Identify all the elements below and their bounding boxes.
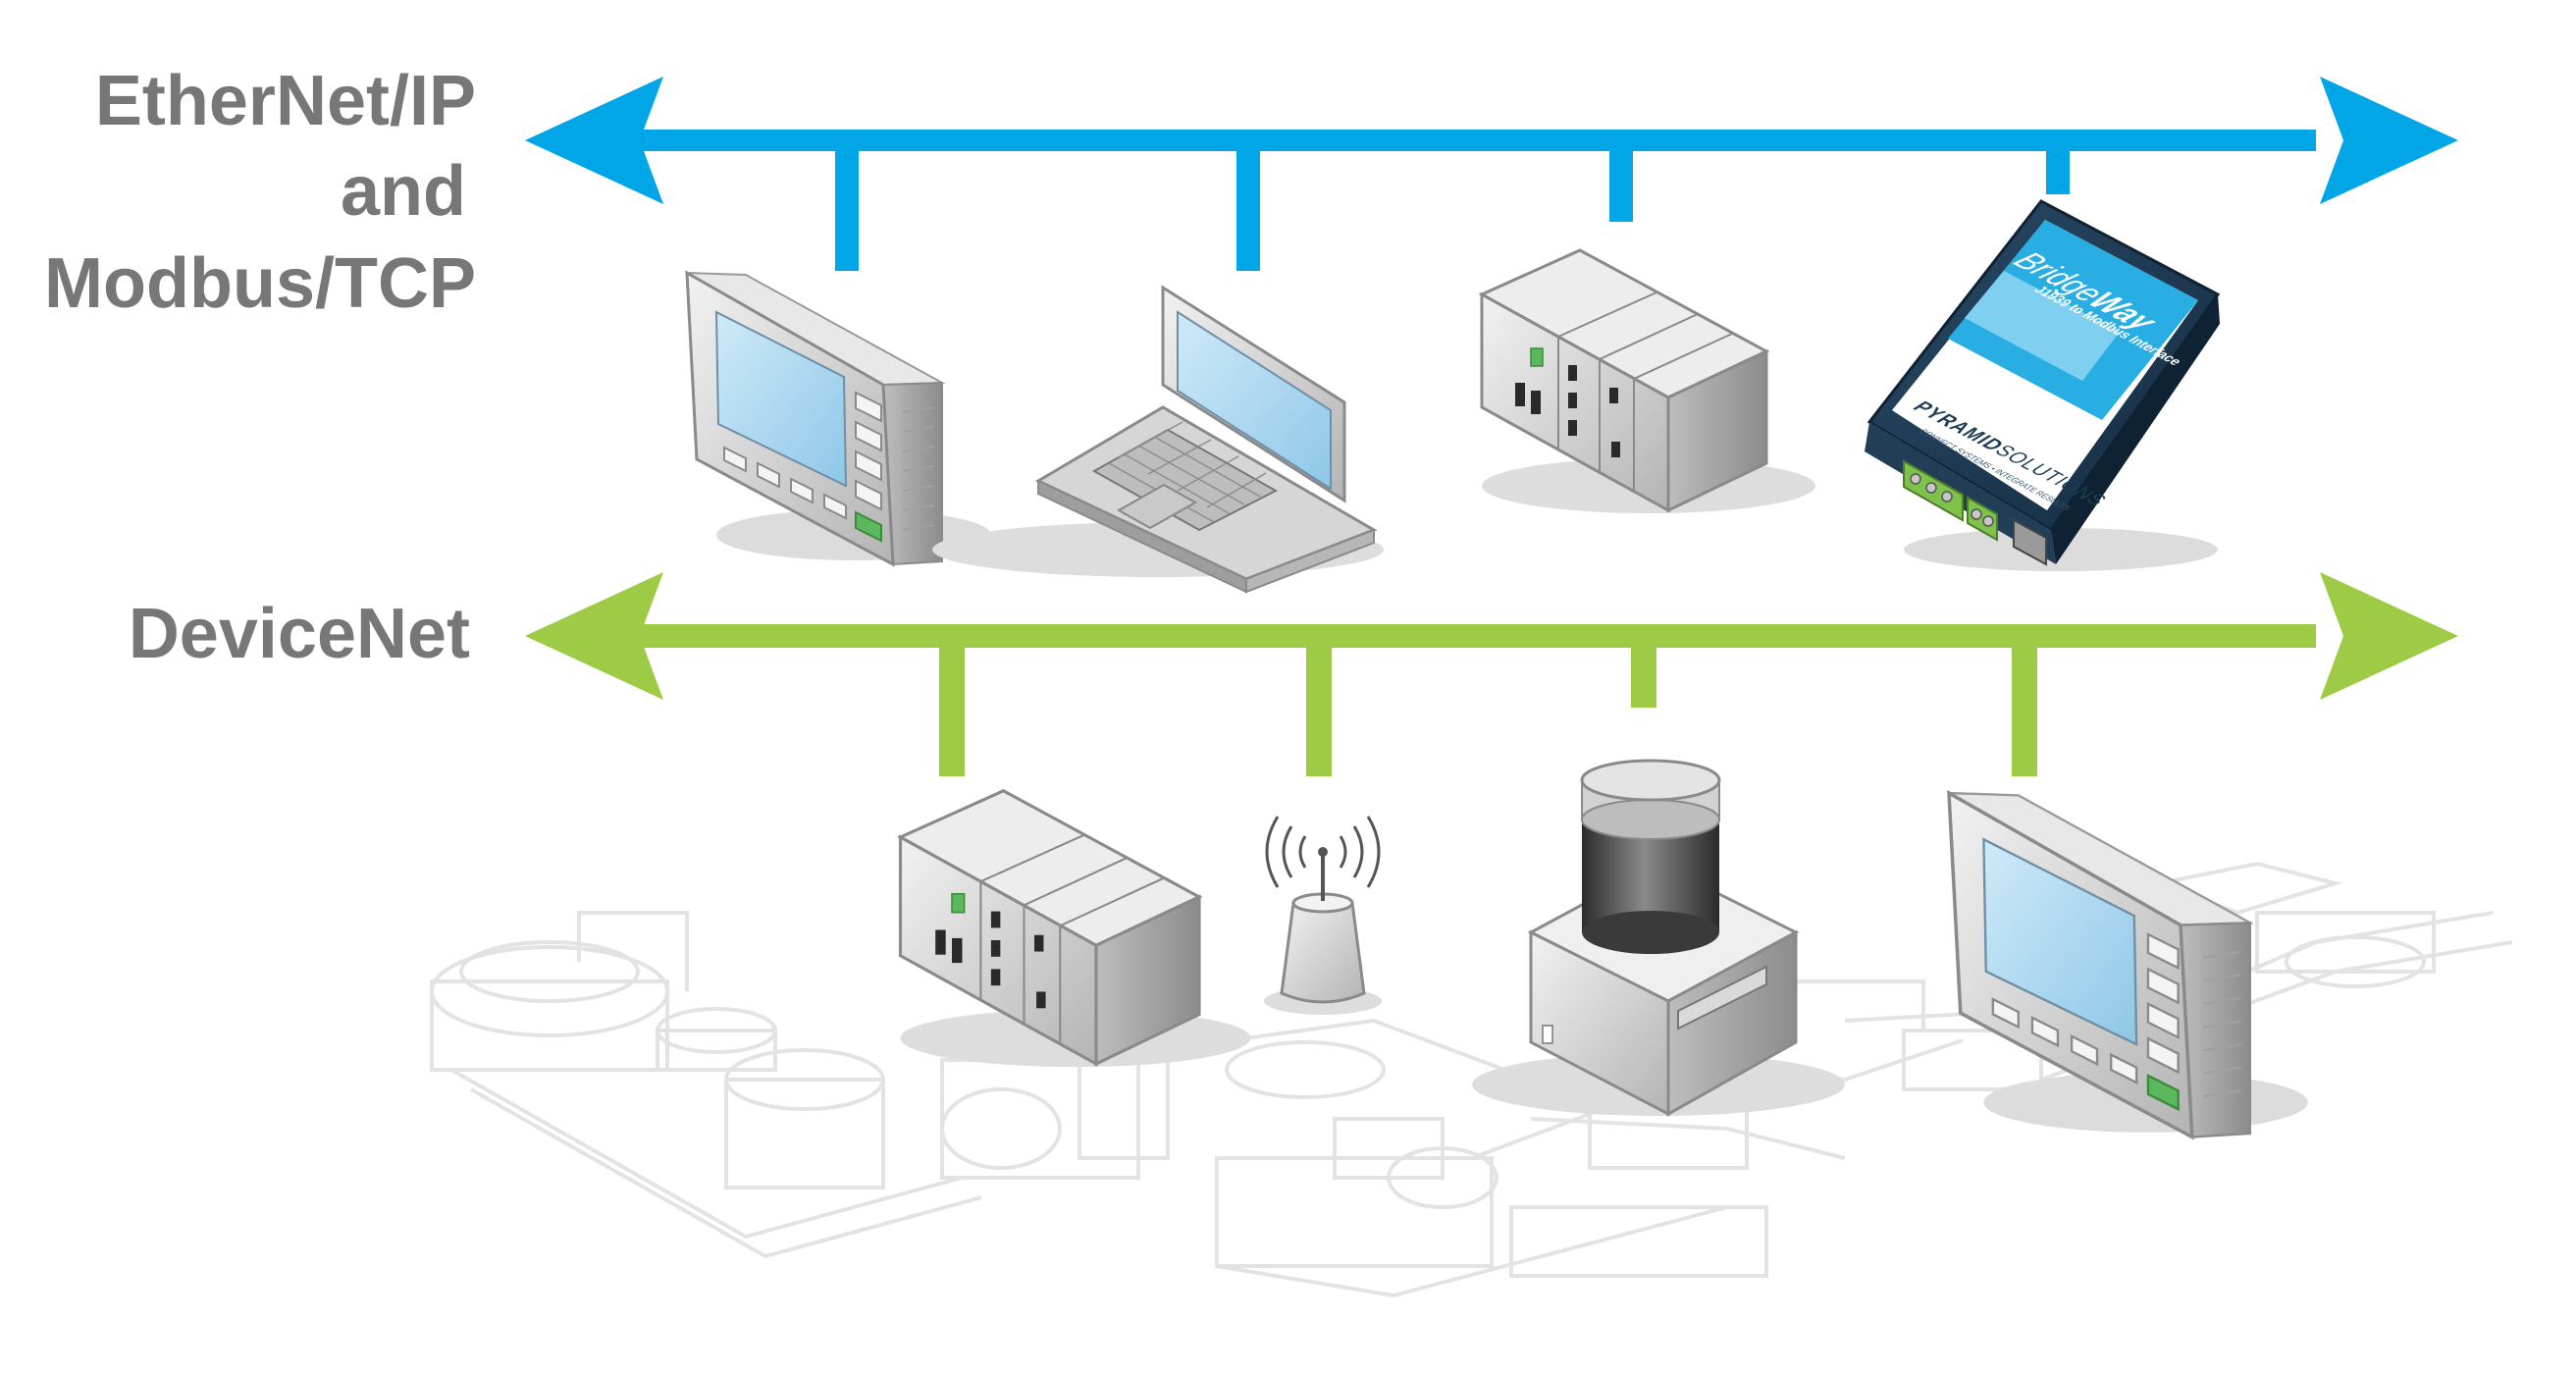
ethernet-label-line-2: and [341,152,466,231]
devicenet-drop-sensor [1631,643,1656,708]
devicenet-arrow-right [2320,572,2458,700]
wireless-antenna-icon [1264,816,1382,1015]
devicenet-drop-hmi [2012,643,2037,776]
ethernet-drop-plc [1609,147,1633,222]
devicenet-arrow-left [525,572,663,700]
ethernet-arrow-right [2320,77,2458,204]
devicenet-drop-wireless [1306,643,1332,776]
hmi-panel-icon [685,270,991,567]
plc-rack-icon [1478,248,1815,513]
ethernet-drop-gateway [2046,147,2070,194]
ethernet-label-line-1: EtherNet/IP [95,62,476,140]
plc-rack-icon [896,788,1251,1068]
laptop-icon [932,285,1384,594]
cylinder-sensor-icon [1472,759,1845,1117]
ethernet-network-label: EtherNet/IP and Modbus/TCP [44,62,476,323]
ethernet-drop-hmi [835,147,859,271]
bridgeway-gateway-icon: BridgeWay J1939 to Modbus Interface PYRA… [1865,199,2221,571]
ethernet-label-line-3: Modbus/TCP [44,244,476,323]
devicenet-network-label: DeviceNet [129,595,470,673]
devicenet-bus [525,572,2458,776]
devicenet-drop-plc [939,643,965,776]
factory-background-sketch [430,861,2513,1298]
ethernet-arrow-left [525,77,663,204]
hmi-panel-icon [1947,789,2308,1140]
ethernet-drop-laptop [1236,147,1260,271]
ethernet-bus [525,77,2458,271]
ethernet-bus-line [628,130,2316,151]
devicenet-bus-line [628,624,2316,648]
